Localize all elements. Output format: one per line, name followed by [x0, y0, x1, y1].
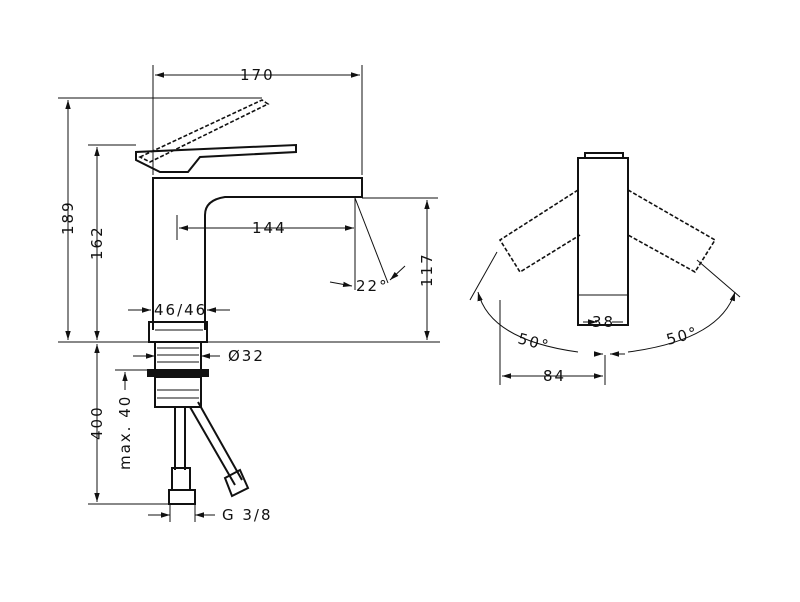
dim-top-width: 38	[592, 313, 615, 331]
faucet-front-view	[469, 152, 741, 385]
dim-spout-angle: 22°	[356, 277, 389, 295]
dim-top-spread: 84	[543, 367, 566, 385]
dim-spout-reach: 144	[252, 219, 287, 237]
dim-hose-length: 400	[88, 405, 106, 440]
dim-max-thickness: max. 40	[116, 395, 134, 470]
dim-connection: G 3/8	[222, 506, 273, 524]
dim-height-total: 189	[59, 200, 77, 235]
dim-handle-angle-right: 50°	[664, 323, 700, 349]
dim-thread-diameter: Ø32	[228, 347, 265, 365]
dim-spout-height: 117	[418, 252, 436, 287]
dim-base-width: 46/46	[154, 301, 207, 319]
dim-height-body: 162	[88, 225, 106, 260]
dim-width-total: 170	[240, 66, 275, 84]
dim-handle-angle-left: 50°	[516, 329, 552, 355]
dimension-lines	[58, 65, 440, 522]
